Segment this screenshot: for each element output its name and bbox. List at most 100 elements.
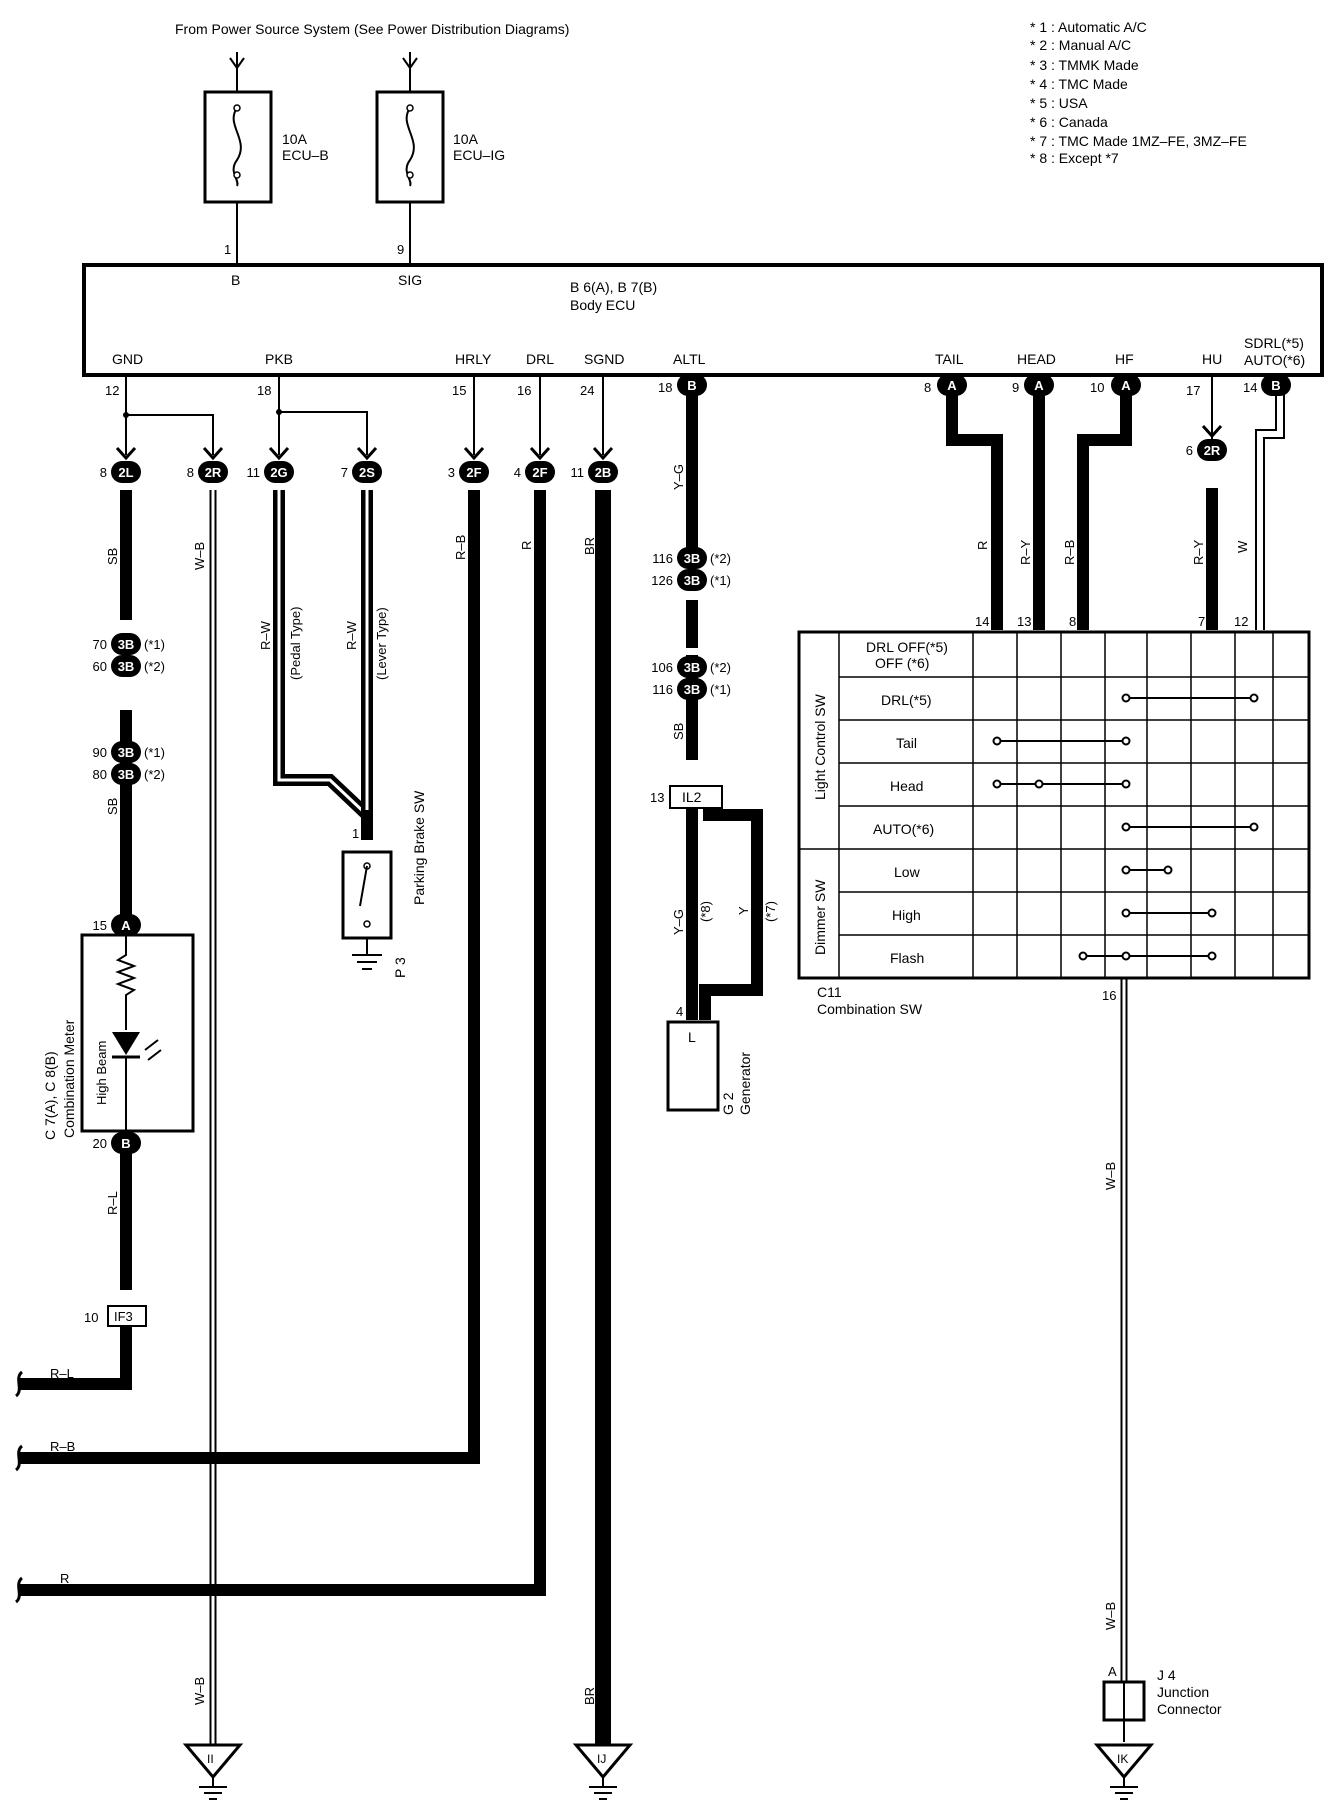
wire-color-labels: SB SB W–B W–B R–W (Pedal Type) R–W (Leve… <box>50 464 1250 1705</box>
ecu-num-18: 18 <box>257 383 271 398</box>
sw-pin-7: 7 <box>1198 614 1205 629</box>
connector-3b: 3B 80 (*2) <box>93 763 165 785</box>
ecu-num-8: 8 <box>924 380 931 395</box>
connector-2l: 2L 8 <box>100 446 141 483</box>
connector-label: 2S <box>359 465 375 480</box>
pin-number: 8 <box>100 465 107 480</box>
ecu-pin-b-label: B <box>231 272 240 288</box>
ecu-num-16: 16 <box>517 383 531 398</box>
pin-number: 15 <box>93 918 107 933</box>
sw-row-head: Head <box>890 778 923 794</box>
ecu-drl: DRL <box>526 351 554 367</box>
junction-pin-a: A <box>1108 1664 1117 1679</box>
svg-text:R–B: R–B <box>453 535 468 560</box>
pkb-id: P 3 <box>392 957 408 978</box>
ecu-num-17: 17 <box>1186 383 1200 398</box>
altl-circuit: L IL2 13 4 <box>650 395 763 1112</box>
connector-label: 2F <box>466 465 481 480</box>
connector-a: A15 <box>93 914 141 936</box>
note-2: * 2 : Manual A/C <box>1030 37 1131 53</box>
drl-wire <box>18 490 546 1596</box>
connector-label: 3B <box>118 637 135 652</box>
note-3: * 3 : TMMK Made <box>1030 57 1139 73</box>
ecu-pin1-num: 1 <box>224 242 231 257</box>
connector-2g: 2G 11 <box>247 446 294 483</box>
source-label: From Power Source System (See Power Dist… <box>175 21 569 37</box>
pin-number: 106 <box>651 660 673 675</box>
pin-number: 3 <box>448 465 455 480</box>
wire-break-marks <box>14 1370 24 1604</box>
gnd-circuit <box>18 375 217 1745</box>
pkb-name: Parking Brake SW <box>411 790 427 905</box>
note-4: * 4 : TMC Made <box>1030 76 1128 92</box>
pin-number: 90 <box>93 745 107 760</box>
sw-row-drl: DRL(*5) <box>881 692 932 708</box>
svg-text:R–Y: R–Y <box>1018 539 1033 565</box>
ecu-num-10: 10 <box>1090 380 1104 395</box>
ecu-pkb: PKB <box>265 351 293 367</box>
svg-text:(Lever Type): (Lever Type) <box>374 607 389 680</box>
note-tag: (*1) <box>144 745 165 760</box>
note-tag: (*2) <box>144 659 165 674</box>
connector-label: 2R <box>1204 443 1221 458</box>
svg-text:R–L: R–L <box>50 1366 74 1381</box>
svg-text:R–B: R–B <box>50 1439 75 1454</box>
meter-lamp: High Beam <box>94 1041 109 1105</box>
connector-2s: 2S7 <box>341 446 382 483</box>
connector-label: 2G <box>270 465 287 480</box>
ecu-num-14: 14 <box>1243 380 1257 395</box>
ground-ik: IK <box>1093 1743 1155 1800</box>
svg-text:R–B: R–B <box>1062 540 1077 565</box>
ecu-sdrl: SDRL(*5) <box>1244 335 1304 351</box>
note-8: * 8 : Except *7 <box>1030 150 1119 166</box>
ecu-name: Body ECU <box>570 297 635 313</box>
connector-label: 2L <box>118 465 133 480</box>
svg-text:W–B: W–B <box>1103 1602 1118 1630</box>
connector-label: 2R <box>205 465 222 480</box>
svg-text:Y–G: Y–G <box>671 464 686 490</box>
pin-number: 11 <box>247 465 261 480</box>
sw-row-off: OFF (*6) <box>875 655 929 671</box>
meter-name: Combination Meter <box>61 1019 77 1138</box>
sw-name: Combination SW <box>817 1001 923 1017</box>
gen-pin-l: L <box>688 1029 696 1045</box>
ecu-pin-sig-label: SIG <box>398 272 422 288</box>
meter-id: C 7(A), C 8(B) <box>42 1051 58 1140</box>
sw-row-high: High <box>892 907 921 923</box>
connector-label: 3B <box>118 767 135 782</box>
svg-text:R–Y: R–Y <box>1191 539 1206 565</box>
pin-number: 116 <box>652 682 673 697</box>
connector-label: 2F <box>532 465 547 480</box>
ecu-tail: TAIL <box>935 351 964 367</box>
fuse1-name: ECU–B <box>282 147 329 163</box>
note-6: * 6 : Canada <box>1030 114 1108 130</box>
connector-label: A <box>1121 378 1131 393</box>
svg-text:R: R <box>60 1571 69 1586</box>
pin-number: 116 <box>652 551 673 566</box>
svg-text:R: R <box>519 541 534 550</box>
body-ecu: 1 B 9 SIG B 6(A), B 7(B) Body ECU GND PK… <box>82 242 1324 398</box>
ecu-id: B 6(A), B 7(B) <box>570 279 657 295</box>
junction-line2: Connector <box>1157 1701 1222 1717</box>
connector-a: A <box>1024 374 1054 396</box>
fuse1-amp: 10A <box>282 131 308 147</box>
connector-a: A <box>1111 374 1141 396</box>
note-tag: (*2) <box>144 767 165 782</box>
sw-row-tail: Tail <box>896 735 917 751</box>
pin-number: 126 <box>651 573 673 588</box>
connector-2f: 2F4 <box>514 446 555 483</box>
ecu-num-24: 24 <box>580 383 594 398</box>
ecu-num-12: 12 <box>105 383 119 398</box>
svg-text:R: R <box>975 541 990 550</box>
sw-pin-13: 13 <box>1017 614 1031 629</box>
sw-row-drl-off: DRL OFF(*5) <box>866 639 948 655</box>
svg-text:(Pedal Type): (Pedal Type) <box>288 607 303 680</box>
note-tag: (*1) <box>144 637 165 652</box>
pin-number: 80 <box>93 767 107 782</box>
connector-label: 3B <box>118 659 135 674</box>
pin-number: 11 <box>571 465 585 480</box>
